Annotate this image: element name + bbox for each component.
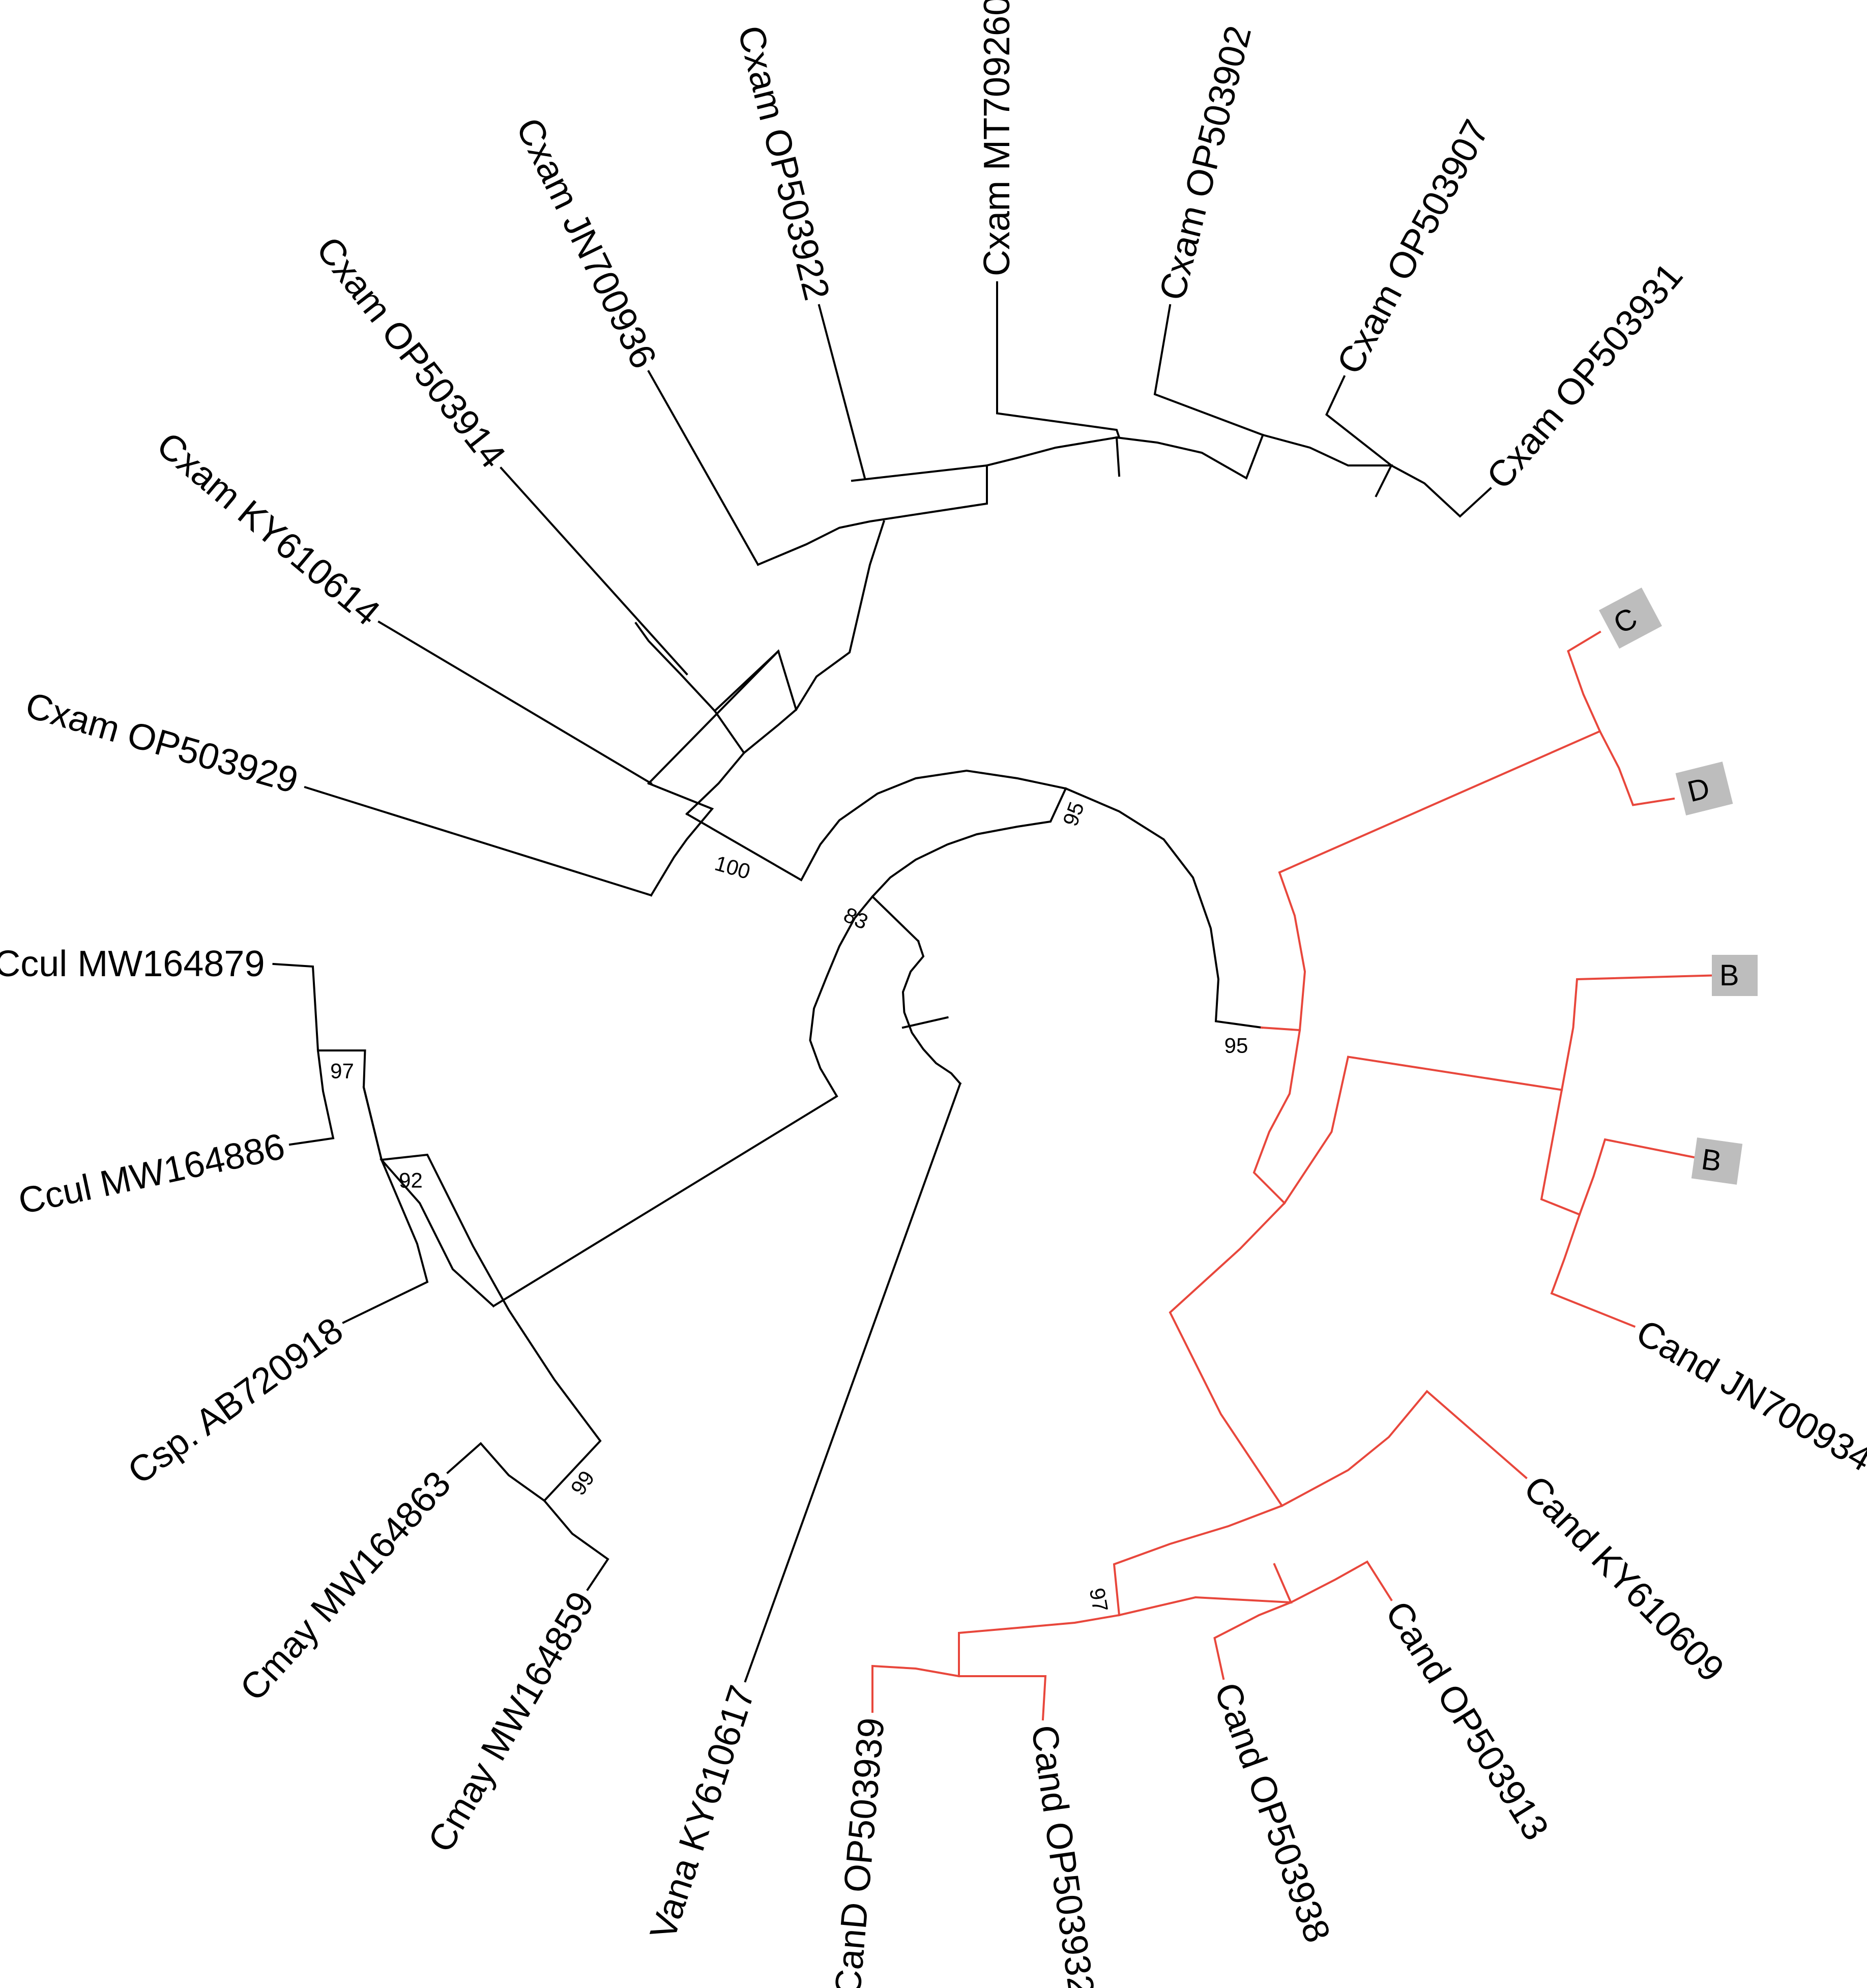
branch-25	[288, 1049, 335, 1146]
support-value-s97a: 97	[330, 1059, 354, 1083]
highlighted-branch-10	[1113, 1504, 1283, 1617]
support-value-s95a: 95	[1058, 799, 1089, 829]
highlighted-branch-1	[1252, 1029, 1563, 1205]
branch-2	[492, 895, 920, 1308]
branch-16	[985, 436, 1121, 477]
branch-1	[901, 940, 962, 1085]
support-value-s95b: 95	[1224, 1034, 1248, 1058]
highlighted-branch-13	[1213, 1601, 1293, 1680]
branch-24	[272, 962, 383, 1161]
branch-26	[362, 1086, 383, 1161]
leaf-label-cand-op503939: CanD OP503939	[827, 1716, 892, 1988]
highlighted-branch-3	[1567, 630, 1601, 733]
highlighted-branch-5	[1560, 974, 1713, 1091]
leaf-label-cxam-op503931: Cxam OP503931	[1479, 255, 1690, 497]
highlighted-branch-11	[1118, 1563, 1293, 1617]
clade-box-background	[1712, 955, 1758, 996]
branch-12	[500, 466, 688, 676]
leaf-label-cand-ky610609: Cand KY610609	[1516, 1468, 1732, 1690]
support-value-s100: 100	[712, 851, 753, 884]
branch-30	[744, 1082, 962, 1683]
clade-box-box-b2: B	[1691, 1137, 1743, 1185]
highlighted-branch-7	[1578, 1138, 1696, 1216]
clade-box-label: B	[1719, 959, 1739, 992]
highlighted-branch-12	[1289, 1560, 1393, 1604]
leaf-label-cxam-op503907: Cxam OP503907	[1329, 113, 1497, 381]
highlighted-branch-9	[1280, 1390, 1528, 1507]
branch-19	[1153, 304, 1265, 436]
branch-6	[647, 649, 798, 785]
leaf-label-cxam-mt709260: Cxam MT709260	[977, 0, 1017, 276]
leaf-label-cxam-ky610614: Cxam KY610614	[149, 424, 387, 633]
leaf-label-cand-op503938: Cand OP503938	[1207, 1678, 1338, 1948]
clade-box-box-d: D	[1675, 762, 1733, 816]
clade-box-box-b1: B	[1712, 955, 1758, 996]
clade-box-label: B	[1700, 1143, 1724, 1178]
tree-branches	[272, 281, 1713, 1721]
leaf-label-ccul-mw164886: Ccul MW164886	[15, 1126, 288, 1222]
support-value-s97b: 97	[1085, 1586, 1113, 1614]
leaf-label-cxam-op503902: Cxam OP503902	[1152, 22, 1259, 304]
branch-13	[647, 370, 760, 566]
leaf-label-cxam-op503914: Cxam OP503914	[308, 229, 513, 476]
branch-22	[1390, 464, 1492, 518]
clade-boxes: C D B B	[1599, 587, 1758, 1185]
branch-15	[818, 304, 866, 480]
branch-23	[379, 1153, 602, 1502]
leaf-label-cxam-op503929: Cxam OP503929	[21, 685, 303, 801]
leaf-label-cxam-op503922: Cxam OP503922	[730, 22, 837, 304]
leaf-label-csp-ab720918: Csp. AB720918	[121, 1310, 351, 1493]
branch-14	[756, 464, 988, 566]
branch-8	[713, 650, 780, 713]
highlighted-branch-8	[1550, 1213, 1636, 1328]
leaf-label-ccul-mw164879: Ccul MW164879	[0, 944, 265, 984]
highlighted-branch-15	[871, 1664, 960, 1713]
leaf-label-cand-op503932: Cand OP503932	[1024, 1722, 1102, 1988]
branch-29	[543, 1499, 609, 1591]
branch-11	[377, 620, 653, 785]
clade-box-background	[1691, 1137, 1743, 1185]
support-value-s92: 92	[399, 1168, 423, 1192]
branch-7	[795, 520, 886, 711]
branch-10	[304, 785, 653, 897]
branch-21	[1325, 375, 1393, 467]
clade-box-background	[1675, 762, 1733, 816]
leaf-label-cmay-mw164859: Cmay MW164859	[420, 1585, 602, 1859]
branch-4	[685, 769, 1067, 882]
highlighted-branch-6	[1540, 1089, 1581, 1216]
clade-box-box-c: C	[1599, 587, 1662, 649]
highlighted-branch-14	[958, 1614, 1121, 1721]
leaf-label-cand-op503913: Cand OP503913	[1377, 1594, 1556, 1847]
branch-27	[342, 1158, 429, 1324]
highlighted-branch-0	[1260, 729, 1601, 1032]
leaf-label-cand-jn700934: Cand JN700934	[1629, 1312, 1867, 1479]
leaf-label-cxam-jn700936: Cxam JN700936	[508, 112, 664, 375]
branch-9	[647, 782, 714, 897]
highlighted-branch-2	[1169, 1202, 1286, 1507]
support-value-s83: 83	[840, 902, 872, 934]
branch-20	[1262, 433, 1393, 498]
clade-box-background	[1599, 587, 1662, 649]
branch-28	[446, 1442, 546, 1502]
branch-18	[1115, 433, 1265, 480]
leaf-label-vana-ky610617: Vana KY610617	[643, 1681, 763, 1944]
highlighted-branch-4	[1598, 729, 1675, 806]
leaf-label-cmay-mw164863: Cmay MW164863	[232, 1464, 459, 1709]
branch-17	[996, 281, 1121, 439]
